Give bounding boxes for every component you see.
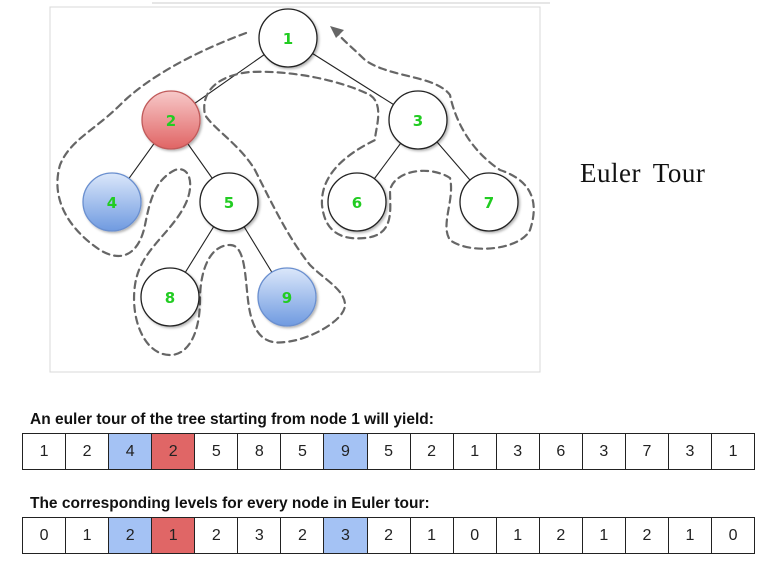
tour-cell: 7 bbox=[626, 434, 669, 469]
level-cell: 1 bbox=[152, 518, 196, 553]
node-label: 7 bbox=[484, 194, 494, 212]
node-circle bbox=[388, 90, 448, 150]
levels-caption: The corresponding levels for every node … bbox=[30, 495, 430, 512]
tour-cell: 8 bbox=[238, 434, 282, 469]
level-cell: 1 bbox=[66, 518, 110, 553]
level-cell: 2 bbox=[195, 518, 239, 553]
diagram-frame bbox=[49, 6, 541, 373]
level-cell: 2 bbox=[368, 518, 411, 553]
level-cell: 1 bbox=[411, 518, 454, 553]
tour-cell: 4 bbox=[109, 434, 153, 469]
node-circle bbox=[141, 90, 201, 150]
tree-node-3: 3 bbox=[388, 90, 448, 150]
edges-layer bbox=[111, 37, 490, 298]
tree-node-9: 9 bbox=[257, 267, 317, 327]
node-label: 4 bbox=[107, 194, 117, 212]
level-cell: 3 bbox=[238, 518, 282, 553]
node-label: 3 bbox=[413, 112, 423, 130]
node-circle bbox=[82, 172, 142, 232]
tour-cell: 3 bbox=[497, 434, 540, 469]
tour-cell: 3 bbox=[669, 434, 712, 469]
tour-cell: 2 bbox=[411, 434, 454, 469]
level-cell: 2 bbox=[626, 518, 669, 553]
level-cell: 2 bbox=[109, 518, 153, 553]
level-cell: 0 bbox=[23, 518, 67, 553]
level-cell: 2 bbox=[540, 518, 583, 553]
tree-node-5: 5 bbox=[199, 172, 259, 232]
tour-cell: 2 bbox=[66, 434, 110, 469]
node-circle bbox=[327, 172, 387, 232]
tour-cell: 5 bbox=[368, 434, 411, 469]
tree-diagram: 1 2 3 4 5 6 7 8 9 bbox=[49, 2, 550, 373]
level-cell: 0 bbox=[454, 518, 497, 553]
tree-node-7: 7 bbox=[459, 172, 519, 232]
node-label: 9 bbox=[282, 289, 292, 307]
tour-cell: 9 bbox=[324, 434, 368, 469]
tour-cell: 5 bbox=[195, 434, 239, 469]
level-cell: 2 bbox=[281, 518, 325, 553]
tree-node-4: 4 bbox=[82, 172, 142, 232]
level-cell: 0 bbox=[728, 526, 738, 544]
node-circle bbox=[257, 267, 317, 327]
node-label: 1 bbox=[283, 30, 293, 48]
tour-cell: 1 bbox=[23, 434, 67, 469]
node-label: 6 bbox=[352, 194, 362, 212]
tree-node-6: 6 bbox=[327, 172, 387, 232]
node-label: 8 bbox=[165, 289, 175, 307]
tour-cell: 2 bbox=[152, 434, 196, 469]
level-cell: 1 bbox=[583, 518, 626, 553]
nodes-layer: 1 2 3 4 5 6 7 8 9 bbox=[82, 8, 519, 327]
tour-cell: 6 bbox=[540, 434, 583, 469]
tour-cell: 3 bbox=[583, 434, 626, 469]
tour-cell: 1 bbox=[728, 442, 738, 460]
node-label: 2 bbox=[166, 112, 176, 130]
tour-cell: 1 bbox=[454, 434, 497, 469]
tour-caption: An euler tour of the tree starting from … bbox=[30, 411, 434, 428]
tree-node-1: 1 bbox=[258, 8, 318, 68]
level-cell: 1 bbox=[497, 518, 540, 553]
diagram-title: Euler Tour bbox=[580, 158, 706, 188]
tree-node-2: 2 bbox=[141, 90, 201, 150]
level-cell: 1 bbox=[669, 518, 712, 553]
tree-node-8: 8 bbox=[140, 267, 200, 327]
node-circle bbox=[459, 172, 519, 232]
level-cell: 3 bbox=[324, 518, 368, 553]
node-circle bbox=[258, 8, 318, 68]
node-label: 5 bbox=[224, 194, 234, 212]
node-circle bbox=[140, 267, 200, 327]
euler-tour-path bbox=[56, 26, 535, 357]
node-circle bbox=[199, 172, 259, 232]
tour-cell: 5 bbox=[281, 434, 325, 469]
